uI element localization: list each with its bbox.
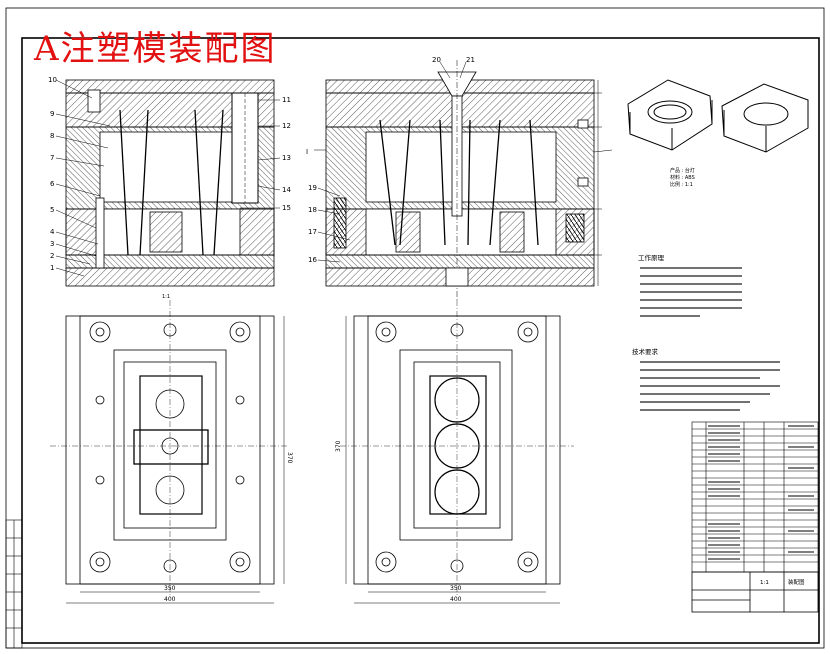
callout-5: 5 <box>50 206 54 214</box>
callout-17: 17 <box>308 228 317 236</box>
callouts-left-view <box>55 79 281 277</box>
callout-1: 1 <box>50 264 54 272</box>
vertical-dims-middle <box>594 80 602 286</box>
title-block-text: 装配图 1:1 <box>760 578 805 586</box>
notes: 工作原理 技术要求 <box>632 253 665 356</box>
product-caption: 产品 : 台灯 材料 : ABS 比例 : 1:1 <box>670 167 695 188</box>
binding-strip <box>5 519 23 649</box>
outer-border <box>5 7 825 649</box>
product-line-3: 比例 : 1:1 <box>670 181 693 188</box>
product-line-2: 材料 : ABS <box>670 174 695 181</box>
callout-7: 7 <box>50 154 54 162</box>
drawing-name: 装配图 <box>788 578 805 586</box>
callout-19: 19 <box>308 184 317 192</box>
scale-caption-left: 1:1 <box>162 294 170 300</box>
plan-view-left <box>50 300 288 596</box>
callout-3: 3 <box>50 240 54 248</box>
callout-9: 9 <box>50 110 54 118</box>
section-view-middle <box>325 60 595 300</box>
callout-15: 15 <box>282 204 291 212</box>
callout-12: 12 <box>282 122 291 130</box>
notes-lines <box>640 267 780 411</box>
title-block <box>691 571 819 613</box>
callout-labels-middle: 20 21 19 18 17 16 I <box>306 56 475 264</box>
dim-height-middle: 370 <box>335 440 342 452</box>
plan-dims-left: 350 400 370 <box>66 316 293 604</box>
tech-heading: 技术要求 <box>632 347 659 356</box>
dim-400-middle: 400 <box>450 596 462 603</box>
callout-14: 14 <box>282 186 291 194</box>
callout-18: 18 <box>308 206 317 214</box>
dim-350-left: 350 <box>164 585 176 592</box>
notes-heading: 工作原理 <box>638 253 665 262</box>
callout-13: 13 <box>282 154 291 162</box>
product-iso-1 <box>627 79 713 151</box>
callout-21: 21 <box>466 56 475 64</box>
drawing-scale: 1:1 <box>760 580 769 586</box>
dim-height-left: 370 <box>286 452 293 464</box>
callout-2: 2 <box>50 252 54 260</box>
callout-16: 16 <box>308 256 317 264</box>
parts-list <box>691 421 819 573</box>
product-iso-2 <box>721 83 809 153</box>
dim-400-left: 400 <box>164 596 176 603</box>
callouts-middle-view <box>314 61 613 263</box>
dim-350-middle: 350 <box>450 585 462 592</box>
parts-list-fill <box>708 425 814 560</box>
drawing-title: A注塑模装配图 <box>34 29 277 69</box>
callout-11: 11 <box>282 96 291 104</box>
section-view-left <box>65 79 275 287</box>
callout-10: 10 <box>48 76 57 84</box>
callout-4: 4 <box>50 228 55 236</box>
callout-20: 20 <box>432 56 441 64</box>
callout-8: 8 <box>50 132 54 140</box>
plan-dims-middle: 350 400 370 <box>335 316 560 604</box>
callout-labels-left: 10 9 8 7 6 5 4 3 2 1 11 12 13 14 15 1:1 <box>48 76 291 300</box>
section-marker: I <box>306 148 308 156</box>
product-line-1: 产品 : 台灯 <box>670 167 695 174</box>
plan-view-middle <box>340 300 574 596</box>
callout-6: 6 <box>50 180 55 188</box>
inner-border <box>21 37 820 644</box>
